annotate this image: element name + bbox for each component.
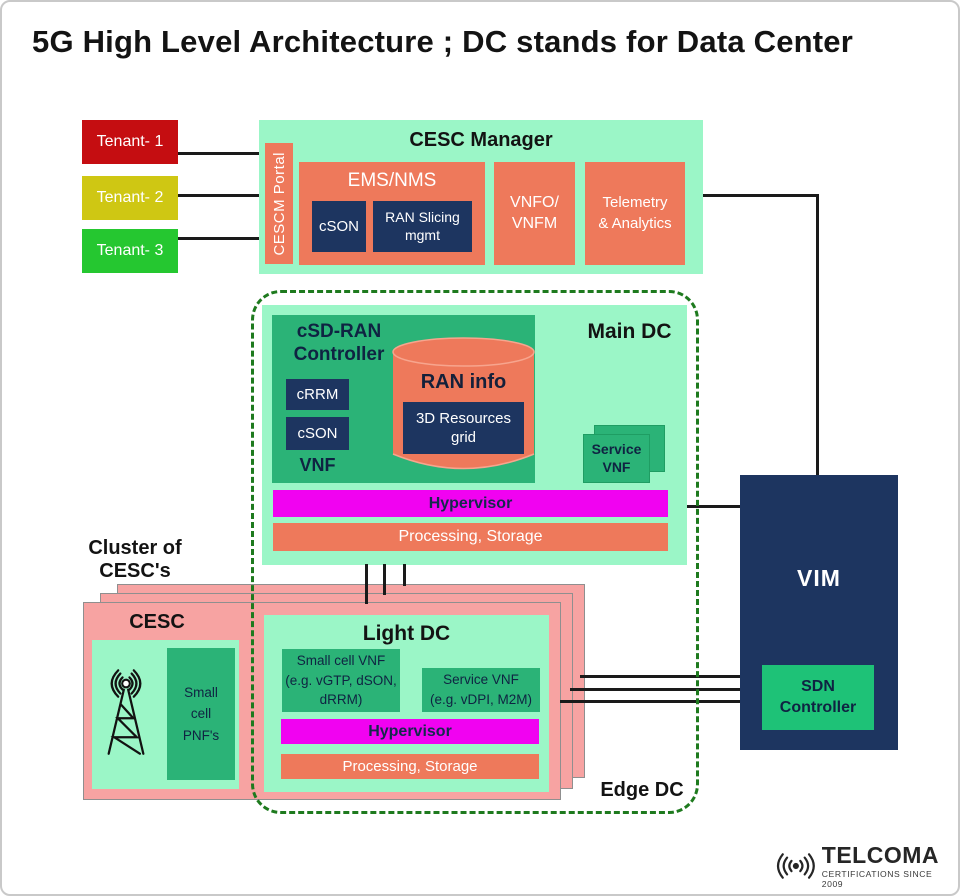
connector-cescm-vim-vertical: [816, 194, 819, 477]
connector-maindc-lightdc-2: [383, 564, 386, 595]
antenna-icon: [107, 669, 145, 755]
vnf-label: VNF: [299, 454, 336, 475]
small-cell-vnf-box: Small cell VNF (e.g. vGTP, dSON, dRRM): [282, 649, 400, 712]
csd-ran-controller-title: cSD-RAN Controller: [293, 321, 385, 365]
resources-grid-box: 3D Resources grid: [403, 402, 524, 454]
connector-maindc-lightdc-1: [365, 564, 368, 604]
light-dc-hypervisor-bar: Hypervisor: [281, 719, 539, 744]
logo-name: TELCOMA: [821, 841, 939, 868]
connector-maindc-lightdc-3: [403, 564, 406, 586]
service-vnf-box: Service VNF: [583, 434, 650, 483]
vnfo-vnfm-box: VNFO/ VNFM: [494, 162, 575, 265]
sdn-controller-box: SDN Controller: [762, 665, 874, 730]
light-dc-service-vnf-box: Service VNF (e.g. vDPI, M2M): [422, 668, 540, 712]
cluster-of-cescs-label: Cluster of CESC's: [88, 537, 182, 582]
connector-maindc-vim: [687, 505, 740, 508]
vim-label: VIM: [797, 564, 841, 591]
tenant-2-box: Tenant- 2: [82, 176, 178, 220]
vim-box: VIM SDN Controller: [740, 475, 898, 750]
connector-lightdc-sdn-2: [570, 688, 742, 691]
csd-ran-controller-box: cSD-RAN Controller cRRM cSON VNF RAN inf…: [272, 315, 535, 483]
cesc-manager-panel: CESC Manager CESCM Portal EMS/NMS cSON R…: [259, 120, 703, 274]
cesc-manager-title: CESC Manager: [409, 128, 553, 151]
connector-lightdc-sdn-1: [580, 675, 742, 678]
cescm-portal-label: CESCM Portal: [270, 151, 288, 256]
connector-tenant3-portal: [178, 237, 265, 240]
cesc-title: CESC: [129, 610, 185, 633]
connector-tenant1-portal: [178, 152, 265, 155]
light-dc-processing-bar: Processing, Storage: [281, 754, 539, 779]
crrm-box: cRRM: [286, 379, 349, 410]
ran-info-label: RAN info: [420, 370, 507, 393]
edge-dc-label: Edge DC: [600, 778, 684, 801]
main-dc-processing-bar: Processing, Storage: [273, 523, 668, 551]
ems-nms-box: EMS/NMS cSON RAN Slicing mgmt: [299, 162, 485, 265]
connector-lightdc-sdn-3: [560, 700, 742, 703]
light-dc-title: Light DC: [362, 622, 451, 645]
logo-tagline: CERTIFICATIONS SINCE 2009: [821, 868, 933, 889]
main-dc-label: Main DC: [587, 320, 672, 343]
main-dc-hypervisor-bar: Hypervisor: [273, 490, 668, 517]
main-dc-panel: Main DC cSD-RAN Controller cRRM cSON VNF…: [262, 305, 687, 565]
logo-text: TELCOMA CERTIFICATIONS SINCE 2009: [821, 841, 950, 889]
cson-main-dc-box: cSON: [286, 417, 349, 450]
tenant-1-box: Tenant- 1: [82, 120, 178, 164]
cesc-inner-panel: Small cell PNF's: [92, 640, 239, 789]
ems-nms-title: EMS/NMS: [347, 170, 437, 191]
cescm-portal-box: CESCM Portal: [265, 143, 293, 264]
page-title: 5G High Level Architecture ; DC stands f…: [32, 24, 853, 59]
telemetry-analytics-box: Telemetry & Analytics: [585, 162, 685, 265]
small-cell-pnf-box: Small cell PNF's: [167, 648, 235, 780]
light-dc-panel: Light DC Small cell VNF (e.g. vGTP, dSON…: [264, 615, 549, 792]
connector-cescm-vim-horizontal: [703, 194, 819, 197]
ran-slicing-mgmt-box: RAN Slicing mgmt: [373, 201, 472, 252]
tenant-3-box: Tenant- 3: [82, 229, 178, 273]
signal-icon: [776, 853, 815, 879]
cson-box: cSON: [312, 201, 366, 252]
telcoma-logo: TELCOMA CERTIFICATIONS SINCE 2009: [774, 842, 950, 890]
connector-tenant2-portal: [178, 194, 265, 197]
